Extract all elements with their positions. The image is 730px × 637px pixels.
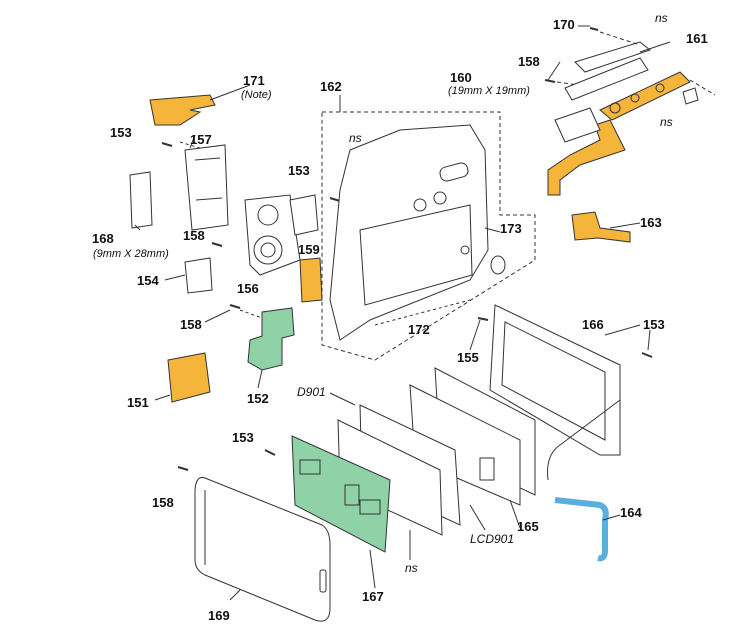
cable-164 <box>547 399 621 562</box>
label-160-note: (19mm X 19mm) <box>448 85 530 97</box>
flex-161 <box>547 71 691 196</box>
mechanism-156 <box>244 194 319 276</box>
label-ns-right: ns <box>660 115 673 129</box>
label-166: 166 <box>582 317 604 332</box>
board-152 <box>247 307 295 371</box>
label-173: 173 <box>500 221 522 236</box>
label-153-c: 153 <box>643 317 665 332</box>
lcd-165 <box>409 367 536 506</box>
label-168: 168 <box>92 231 114 246</box>
screw-158-bottom <box>177 466 189 471</box>
label-ns-top: ns <box>655 11 668 25</box>
label-165: 165 <box>517 519 539 534</box>
label-168-note: (9mm X 28mm) <box>93 248 169 260</box>
label-159: 159 <box>298 242 320 257</box>
screw-155 <box>477 317 489 321</box>
sheet-160 <box>554 87 699 143</box>
label-171-note: (Note) <box>241 89 272 101</box>
frame-166 <box>489 304 621 456</box>
screw-158-lower <box>229 304 263 319</box>
label-152: 152 <box>247 391 269 406</box>
label-158-d: 158 <box>152 495 174 510</box>
label-170: 170 <box>553 17 575 32</box>
label-157: 157 <box>190 132 212 147</box>
label-172: 172 <box>408 322 430 337</box>
cover-169 <box>194 477 331 622</box>
label-151: 151 <box>127 395 149 410</box>
label-171: 171 <box>243 73 265 88</box>
sheet-151 <box>167 352 211 403</box>
sheet-168 <box>129 171 153 229</box>
plate-161 <box>564 57 649 101</box>
screw-153-right <box>641 352 653 358</box>
cap-173 <box>490 255 506 275</box>
leader-lines <box>134 25 671 601</box>
label-156: 156 <box>237 281 259 296</box>
label-ns-bottom: ns <box>405 561 418 575</box>
label-d901: D901 <box>297 385 326 399</box>
tape-159 <box>299 257 323 303</box>
cable-172 <box>374 299 471 326</box>
screw-153-bottom <box>264 449 276 456</box>
label-ns-case: ns <box>349 131 362 145</box>
label-169: 169 <box>208 608 230 623</box>
label-158-top: 158 <box>518 54 540 69</box>
screw-158-mid <box>211 242 223 247</box>
label-153-a: 153 <box>110 125 132 140</box>
sheet-171 <box>149 94 216 126</box>
label-163: 163 <box>640 215 662 230</box>
case-162 <box>321 111 536 361</box>
board-167 <box>291 435 391 553</box>
label-lcd901: LCD901 <box>470 532 515 546</box>
label-167: 167 <box>362 589 384 604</box>
bracket-154 <box>184 257 213 294</box>
label-162: 162 <box>320 79 342 94</box>
screw-153-upper <box>329 197 341 202</box>
frame-157 <box>179 141 229 231</box>
label-153-d: 153 <box>232 430 254 445</box>
sheet-163 <box>571 211 631 243</box>
label-158-c: 158 <box>180 317 202 332</box>
label-154: 154 <box>137 273 159 288</box>
label-158-b: 158 <box>183 228 205 243</box>
label-160: 160 <box>450 70 472 85</box>
label-153-b: 153 <box>288 163 310 178</box>
screw-153-left <box>161 142 173 147</box>
label-164: 164 <box>620 505 642 520</box>
bracket-170 <box>574 27 652 73</box>
label-161: 161 <box>686 31 708 46</box>
label-155: 155 <box>457 350 479 365</box>
